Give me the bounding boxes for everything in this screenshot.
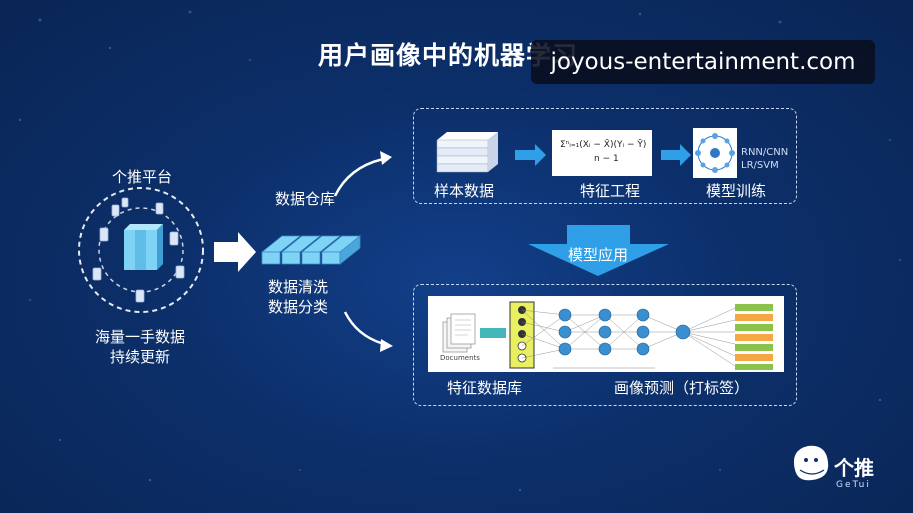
logo-subtext: GeTui — [836, 480, 871, 490]
sample-data-icon — [436, 132, 498, 173]
model-type-line1: RNN/CNN — [741, 147, 789, 158]
model-network-icon — [693, 128, 737, 178]
model-apply-label: 模型应用 — [568, 246, 629, 264]
platform-caption-line1: 海量一手数据 — [95, 328, 186, 346]
data-cubes-icon — [260, 235, 362, 265]
step-label-sample-data: 样本数据 — [434, 182, 495, 200]
cleaning-label-line1: 数据清洗 — [268, 278, 329, 296]
logo-text: 个推 — [834, 456, 874, 480]
step-label-feature-engineering: 特征工程 — [580, 182, 641, 200]
documents-caption: Documents — [440, 354, 480, 362]
step-arrow-1-icon — [515, 144, 546, 166]
cleaning-label-line2: 数据分类 — [268, 298, 329, 316]
formula-denominator: n − 1 — [594, 154, 619, 164]
tag-labels-icon — [735, 304, 773, 370]
neural-network-icon — [521, 307, 736, 369]
flow-arrow-icon — [214, 232, 256, 272]
training-pipeline-box — [413, 108, 797, 204]
prediction-pipeline-box — [413, 284, 797, 406]
profile-prediction-label: 画像预测（打标签） — [614, 379, 750, 397]
formula-numerator: Σⁿᵢ₌₁(Xᵢ − X̄)(Yᵢ − Ȳ) — [560, 140, 647, 150]
step-arrow-2-icon — [661, 144, 691, 166]
model-type-line2: LR/SVM — [741, 160, 779, 171]
feature-database-label: 特征数据库 — [447, 379, 523, 397]
warehouse-label: 数据仓库 — [275, 190, 336, 208]
getui-logo-icon — [793, 445, 829, 481]
documents-icon — [442, 313, 476, 353]
platform-rings-icon — [78, 187, 204, 313]
platform-label: 个推平台 — [112, 168, 173, 186]
model-apply-arrow-icon — [528, 225, 669, 276]
step-label-model-training: 模型训练 — [706, 182, 767, 200]
curve-arrow-up-icon — [333, 156, 389, 197]
watermark-banner: joyous-entertainment.com — [531, 40, 875, 84]
platform-caption-line2: 持续更新 — [110, 348, 171, 366]
